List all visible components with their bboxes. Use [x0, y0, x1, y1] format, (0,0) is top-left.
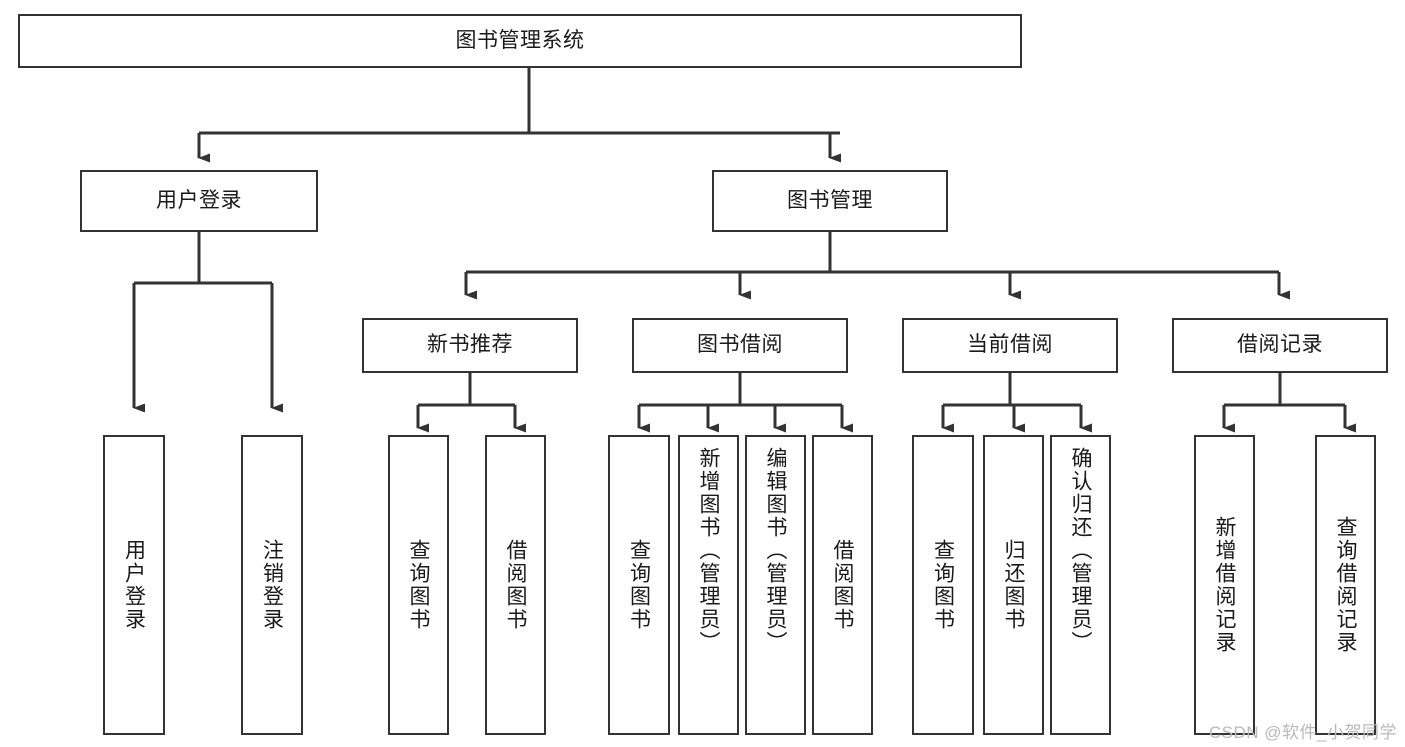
node-label: 确认归还（管理员） [1069, 447, 1092, 654]
leaf-add-book-admin[interactable]: 新增图书（管理员） [678, 435, 739, 735]
node-label: 当前借阅 [967, 333, 1053, 357]
leaf-query-book-borrow[interactable]: 查询图书 [608, 435, 670, 735]
node-label: 注销登录 [260, 539, 284, 631]
leaf-query-book-recommend[interactable]: 查询图书 [388, 435, 449, 735]
node-book-borrow[interactable]: 图书借阅 [632, 318, 848, 373]
leaf-add-borrow-record[interactable]: 新增借阅记录 [1194, 435, 1255, 735]
leaf-confirm-return-admin[interactable]: 确认归还（管理员） [1050, 435, 1111, 735]
node-label: 借阅图书 [504, 539, 527, 631]
watermark: CSDN @软件_小贺同学 [1208, 723, 1397, 742]
leaf-edit-book-admin[interactable]: 编辑图书（管理员） [745, 435, 806, 735]
node-label: 用户登录 [122, 539, 146, 631]
node-label: 借阅图书 [831, 539, 854, 631]
leaf-return-book[interactable]: 归还图书 [983, 435, 1044, 735]
node-label: 查询借阅记录 [1334, 516, 1357, 654]
node-label: 查询图书 [627, 539, 651, 631]
node-label: 新书推荐 [427, 333, 513, 357]
node-label: 查询图书 [931, 539, 955, 631]
node-label: 归还图书 [1002, 539, 1025, 631]
leaf-user-logout[interactable]: 注销登录 [241, 435, 303, 735]
node-new-book-recommend[interactable]: 新书推荐 [362, 318, 578, 373]
leaf-user-login[interactable]: 用户登录 [103, 435, 165, 735]
node-book-management[interactable]: 图书管理 [712, 170, 948, 232]
node-current-borrow[interactable]: 当前借阅 [902, 318, 1118, 373]
leaf-borrow-book[interactable]: 借阅图书 [812, 435, 873, 735]
node-label: 查询图书 [407, 539, 430, 631]
node-label: 图书管理 [787, 188, 873, 212]
leaf-query-borrow-record[interactable]: 查询借阅记录 [1315, 435, 1376, 735]
node-borrow-records[interactable]: 借阅记录 [1172, 318, 1388, 373]
node-user-login[interactable]: 用户登录 [80, 170, 318, 232]
node-label: 编辑图书（管理员） [764, 447, 787, 654]
leaf-borrow-book-recommend[interactable]: 借阅图书 [485, 435, 546, 735]
node-label: 用户登录 [156, 188, 242, 212]
leaf-query-book-current[interactable]: 查询图书 [912, 435, 974, 735]
node-label: 借阅记录 [1237, 333, 1323, 357]
node-root-system[interactable]: 图书管理系统 [18, 14, 1022, 68]
node-label: 新增借阅记录 [1213, 516, 1236, 654]
node-label: 新增图书（管理员） [697, 447, 720, 654]
node-label: 图书管理系统 [455, 28, 585, 52]
connector-lines [132, 68, 1356, 433]
node-label: 图书借阅 [697, 333, 783, 357]
